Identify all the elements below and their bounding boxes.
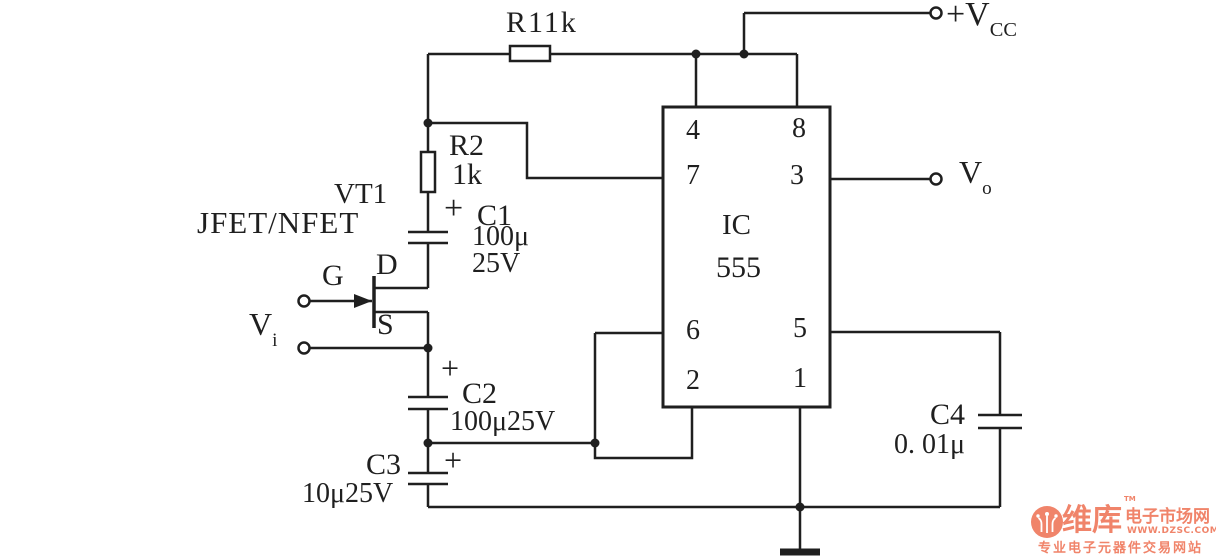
watermark-url: WWW.DZSC.COM xyxy=(1127,526,1216,536)
transistor-vt1-label: VT1 xyxy=(334,178,388,210)
c3-polarity-plus: + xyxy=(444,442,463,478)
watermark-tm: TM xyxy=(1124,495,1136,503)
drain-label: D xyxy=(376,248,398,281)
watermark-brand: 维库 xyxy=(1062,503,1122,538)
vcc-feed-wire xyxy=(742,11,930,54)
vcc-terminal xyxy=(929,6,943,20)
watermark-chip-icon xyxy=(1031,506,1063,538)
capacitor-c1 xyxy=(408,230,448,288)
pin2-pin6-loop-wire xyxy=(593,331,694,460)
jfet-vt1-symbol xyxy=(310,276,430,397)
source-lead xyxy=(374,310,430,397)
transistor-vt1-type: JFET/NFET xyxy=(197,205,360,240)
ic-pin-2-label: 2 xyxy=(686,365,700,396)
capacitor-c4-value: 0. 01μ xyxy=(894,429,966,460)
vo-label: Vo xyxy=(959,154,992,198)
vo-terminal xyxy=(929,172,943,186)
capacitor-c4-label: C4 xyxy=(930,398,966,431)
c2-polarity-plus: + xyxy=(441,350,460,386)
c1-polarity-plus: + xyxy=(444,190,464,227)
capacitor-c1-capacitance: 100μ xyxy=(472,221,530,252)
capacitor-c1-voltage: 25V xyxy=(472,248,521,279)
capacitor-c2-value: 100μ25V xyxy=(450,406,556,437)
ic-555-box xyxy=(661,105,832,409)
vi-label: Vi xyxy=(249,306,277,350)
gate-arrow-icon xyxy=(354,294,372,308)
ic-pin-8-label: 8 xyxy=(792,113,806,144)
watermark-slogan: 专业电子元器件交易网站 xyxy=(1038,541,1204,556)
gate-label: G xyxy=(322,259,344,292)
ic-pin-6-label: 6 xyxy=(686,315,700,346)
ic-pin-4-label: 4 xyxy=(686,115,700,146)
pin5-wire xyxy=(830,330,1002,415)
pin7-branch-wire xyxy=(428,121,663,180)
source-label: S xyxy=(377,308,394,341)
capacitor-c4 xyxy=(978,413,1022,507)
ic-pin-1-label: 1 xyxy=(793,363,807,394)
ic-pin-5-label: 5 xyxy=(793,313,807,344)
ic-pin-3-label: 3 xyxy=(790,160,804,191)
resistor-r2-value: 1k xyxy=(452,158,482,191)
vi-subscript: i xyxy=(272,330,278,351)
watermark-site-name: 电子市场网 xyxy=(1125,507,1210,527)
vi-main: V xyxy=(249,306,273,342)
capacitor-c2-label: C2 xyxy=(462,377,498,410)
capacitor-c3-value: 10μ25V xyxy=(302,478,394,509)
resistor-r1 xyxy=(428,44,797,63)
vcc-main: +V xyxy=(946,0,990,33)
junction-dots xyxy=(423,49,805,512)
capacitor-c3 xyxy=(408,471,448,507)
gate-terminal xyxy=(297,294,311,308)
ground-icon xyxy=(780,507,820,556)
resistor-r2 xyxy=(419,150,437,232)
vcc-subscript: CC xyxy=(989,19,1017,41)
resistor-r1-label: R11k xyxy=(506,6,578,39)
vo-main: V xyxy=(959,154,983,190)
ic-pin-7-label: 7 xyxy=(686,160,700,191)
ic-name-label: IC xyxy=(722,209,751,241)
vi-terminal xyxy=(297,341,311,355)
resistor-r2-label: R2 xyxy=(449,129,485,162)
capacitor-c1-label: C1 xyxy=(477,199,513,232)
capacitor-c3-label: C3 xyxy=(366,448,402,481)
capacitor-c2 xyxy=(408,395,448,473)
vo-subscript: o xyxy=(982,178,992,199)
ic-model-label: 555 xyxy=(716,251,761,284)
vcc-label: +VCC xyxy=(946,0,1017,40)
